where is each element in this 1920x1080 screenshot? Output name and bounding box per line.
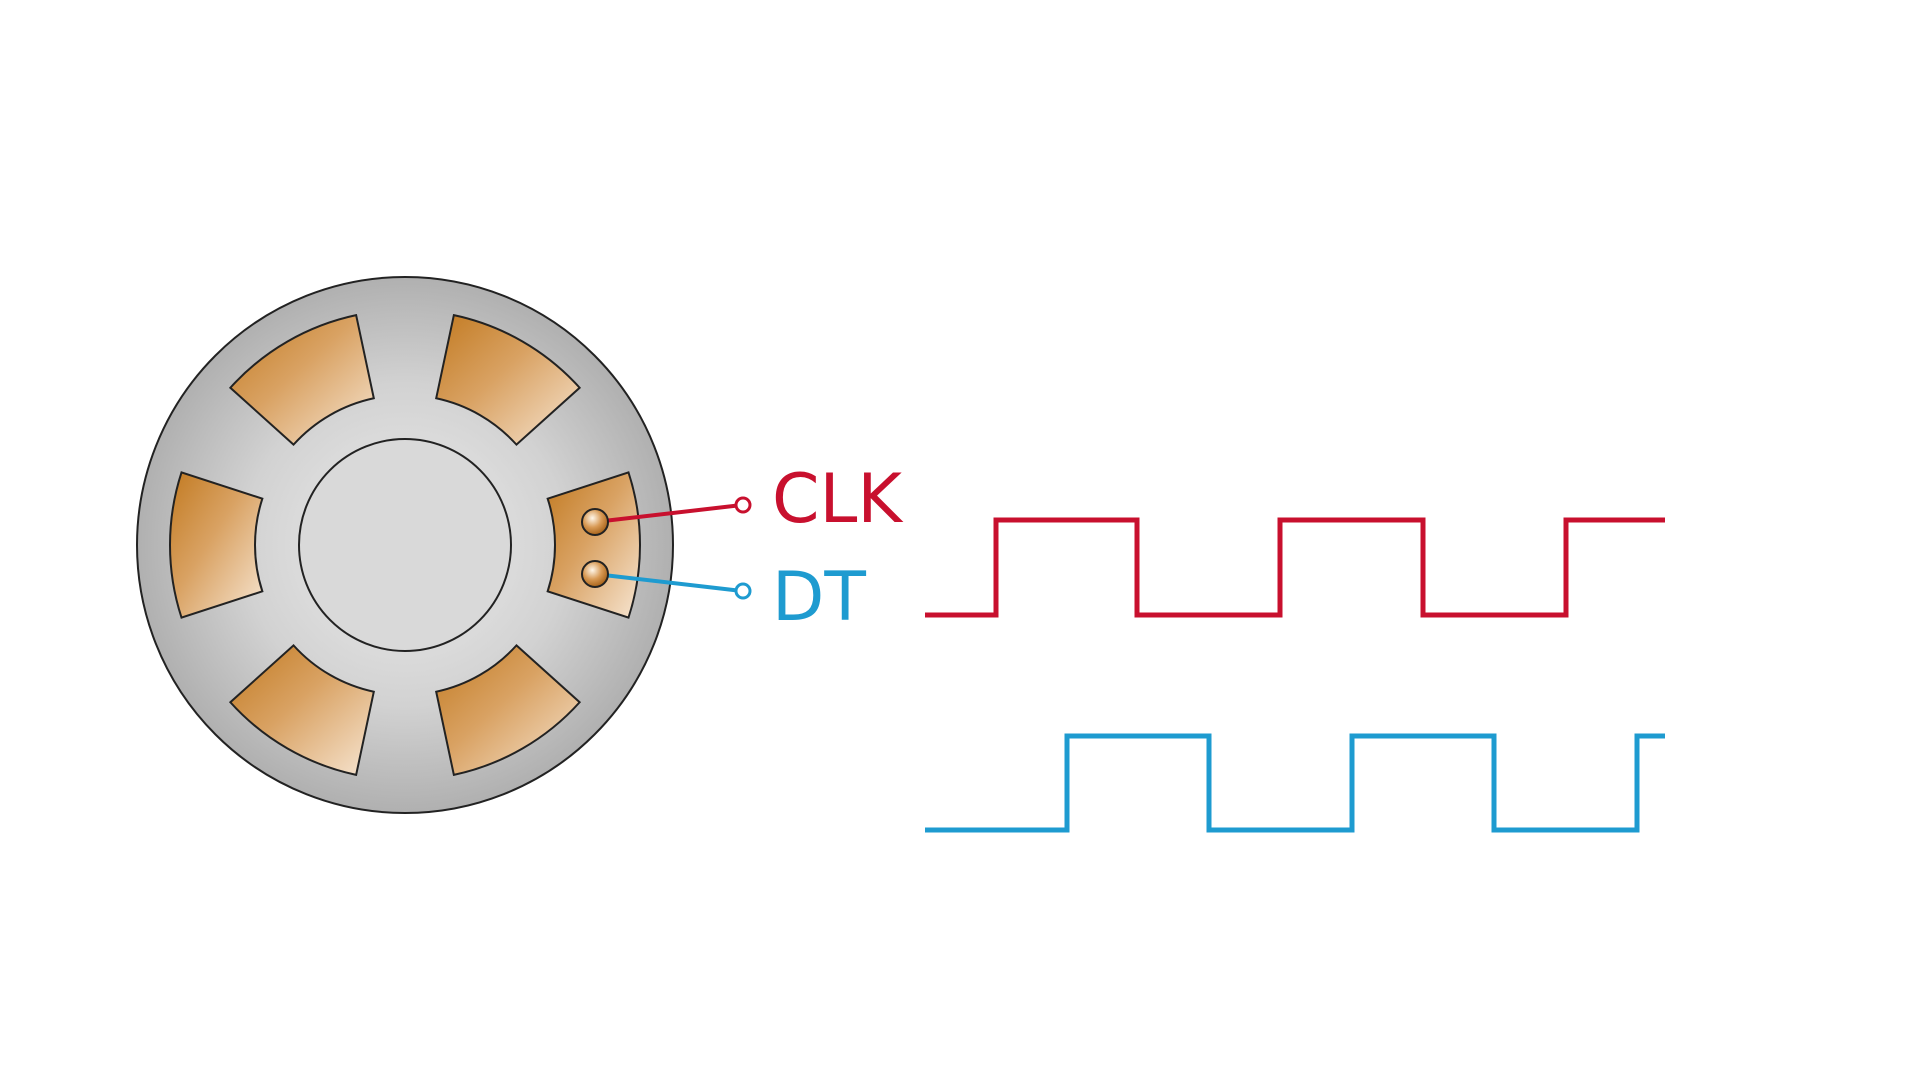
clk-lead xyxy=(594,503,743,524)
contact-pad xyxy=(169,471,264,619)
disc-hub xyxy=(298,438,512,652)
contact-pad xyxy=(435,643,582,777)
clk-terminal xyxy=(734,496,752,514)
dt-terminal xyxy=(734,582,752,600)
contact-pad xyxy=(228,313,375,447)
contact-pads xyxy=(169,313,641,777)
dt-label: DT xyxy=(772,558,866,637)
dt-pin xyxy=(581,560,609,588)
clk-label: CLK xyxy=(772,460,904,539)
contact-pad xyxy=(228,643,375,777)
dt-lead xyxy=(594,572,743,593)
encoder-leads xyxy=(581,496,752,600)
dt-waveform xyxy=(925,733,1665,833)
clk-waveform xyxy=(925,517,1665,618)
clk-pin xyxy=(581,508,609,536)
encoder-disc xyxy=(136,276,674,814)
contact-pad xyxy=(546,471,641,619)
contact-pad xyxy=(435,313,582,447)
